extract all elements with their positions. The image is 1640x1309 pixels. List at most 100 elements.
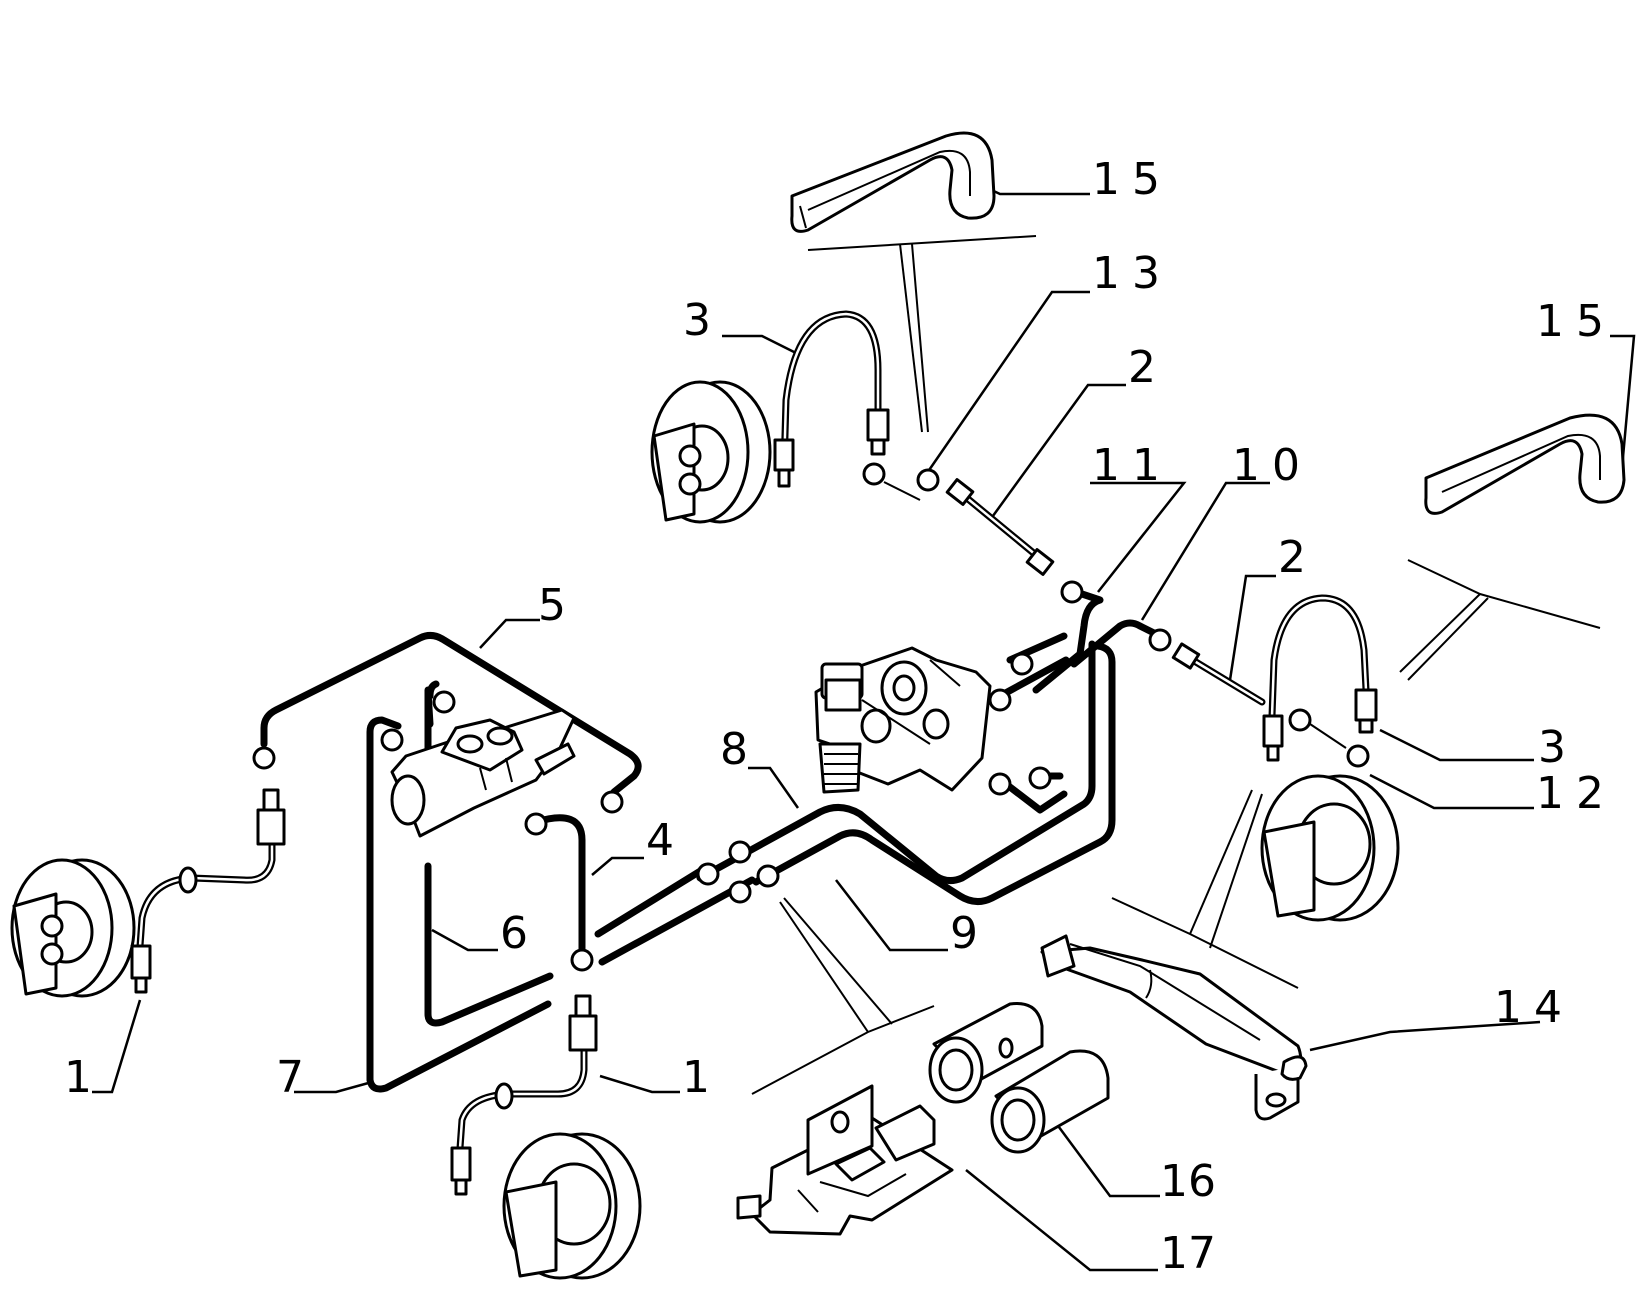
callout-15-top: 15 (1092, 154, 1172, 205)
group-pointer-br-a (1189, 789, 1253, 935)
joint (432, 690, 456, 714)
group-pointer-top-a (899, 243, 923, 433)
pipe-13 (883, 481, 921, 501)
grouping-lines (751, 235, 1601, 1095)
brake-disc-left (10, 858, 136, 998)
sleeve-16 (928, 1001, 1110, 1154)
joint (1148, 628, 1172, 652)
leader-17 (965, 1169, 1158, 1272)
callout-8: 8 (720, 724, 748, 775)
leader-4 (591, 856, 644, 876)
brake-disc-right (1260, 774, 1400, 922)
leader-2-right (1228, 574, 1276, 681)
joint (756, 864, 780, 888)
callout-16: 16 (1160, 1156, 1216, 1207)
pipe-11 (1032, 588, 1104, 694)
leader-3-top (722, 334, 801, 357)
joint (1010, 652, 1034, 676)
callout-17: 17 (1160, 1228, 1216, 1279)
pipe-7 (366, 716, 552, 1093)
leader-15-right (1610, 334, 1636, 491)
group-pointer-right-b (1407, 597, 1489, 681)
clip-15-right (1424, 413, 1626, 515)
leader-8 (748, 766, 800, 809)
callout-3-right: 3 (1538, 722, 1566, 773)
leader-2-top (988, 383, 1126, 521)
joint (252, 746, 276, 770)
joint (1060, 580, 1084, 604)
leader-1-center (599, 1074, 680, 1094)
callout-5: 5 (538, 580, 566, 631)
joint (728, 880, 752, 904)
leader-9 (835, 879, 948, 952)
callout-15-right: 15 (1536, 296, 1616, 347)
joint (988, 772, 1012, 796)
leader-16 (1048, 1114, 1160, 1198)
flex-hose-1-center (450, 994, 598, 1196)
brake-disc-top (650, 380, 772, 524)
brake-discs (10, 380, 1400, 1280)
pressure-regulator-valve (814, 646, 992, 794)
joint (728, 840, 752, 864)
callout-labels: 15 13 3 2 15 11 10 2 5 8 3 12 4 6 9 14 1… (64, 154, 1616, 1279)
group-bar-top (807, 235, 1037, 251)
pipe-8 (696, 640, 1096, 885)
joint (862, 462, 886, 486)
pipe-4 (532, 814, 586, 962)
group-pointer-right-a (1399, 593, 1481, 673)
pipe-joints (252, 462, 1370, 972)
callout-13: 13 (1092, 248, 1172, 299)
callout-6: 6 (500, 908, 528, 959)
leader-3-right (1379, 728, 1534, 762)
pipe-2-right (1171, 642, 1266, 706)
leader-13 (923, 290, 1090, 477)
callout-1-left: 1 (64, 1052, 92, 1103)
leader-11 (1090, 481, 1187, 593)
master-cylinder (390, 708, 576, 838)
joint (1028, 766, 1052, 790)
flex-hose-3-right (1262, 594, 1378, 762)
leader-14 (1309, 1020, 1541, 1052)
rigid-pipes (260, 588, 1160, 1093)
group-bar-right (1407, 559, 1601, 629)
flex-hose-1-left (130, 788, 286, 994)
leader-5 (479, 618, 540, 649)
callout-9: 9 (950, 908, 978, 959)
joint (1288, 708, 1312, 732)
leader-12 (1369, 773, 1534, 810)
group-pointer-br-b (1209, 793, 1263, 949)
callout-2-right: 2 (1278, 532, 1306, 583)
callout-12: 12 (1536, 768, 1616, 819)
callout-1-center: 1 (682, 1052, 710, 1103)
leader-10 (1140, 481, 1270, 621)
clip-15-top (790, 131, 996, 233)
joint (600, 790, 624, 814)
bracket-14 (1040, 934, 1308, 1121)
group-bar-bottom-center (751, 1005, 935, 1095)
pipe-10 (1070, 619, 1160, 668)
leader-lines (92, 178, 1636, 1272)
group-pointer-bc-b (783, 897, 893, 1025)
leader-7 (294, 1080, 373, 1094)
callout-2-top: 2 (1128, 342, 1156, 393)
pipe-cross-lower (594, 866, 756, 966)
brake-disc-bottom (502, 1132, 642, 1280)
joint (524, 812, 548, 836)
joint (696, 862, 720, 886)
joint (570, 948, 594, 972)
leader-1-left (92, 999, 142, 1094)
leader-6 (431, 928, 498, 952)
group-pointer-top-b (911, 243, 929, 433)
mounting-plate-17 (736, 1084, 954, 1236)
pipe-2-top (945, 478, 1055, 576)
pipe-9 (752, 642, 1116, 905)
joint (988, 688, 1012, 712)
pipe-5 (260, 631, 642, 796)
callout-7: 7 (276, 1052, 304, 1103)
callout-3-top: 3 (683, 295, 711, 346)
pipe-12 (1309, 723, 1347, 749)
joint (916, 468, 940, 492)
flex-hose-3-top (773, 310, 890, 488)
group-pointer-bc-a (779, 901, 869, 1033)
